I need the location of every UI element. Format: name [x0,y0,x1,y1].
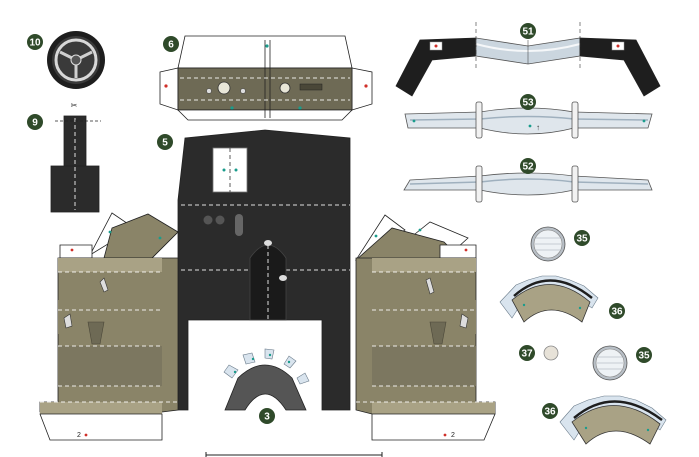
gauge-icon [279,82,291,94]
headlight-bottom [592,345,628,381]
arrow-up-icon: ↑ [536,123,540,132]
part-badge-52: 52 [520,158,536,174]
part-badge-53: 53 [520,94,536,110]
left-door-panel: 2 [39,212,179,441]
part-number-5: 5 [162,138,168,149]
front-bumper [403,165,653,203]
steering-column: ✂ [50,101,101,213]
glovebox-slot [299,83,323,91]
part-badge-35-bottom: 35 [636,347,652,363]
headlight-top [530,226,566,262]
gauge-icon [217,81,231,95]
part-number-10: 10 [29,38,41,49]
part-badge-5: 5 [157,134,173,150]
part-badge-36-top: 36 [609,303,625,319]
headlight-ring-top [499,275,599,323]
scissors-icon: ✂ [71,101,78,110]
part-badge-36-bottom: 36 [542,403,558,419]
part-number-36: 36 [611,307,623,318]
headlight-ring-bottom [559,395,667,445]
part-number-52: 52 [522,162,534,173]
small-lamp [543,345,559,361]
part-number-35: 35 [576,234,588,245]
right-door-code: 2 [451,432,455,439]
floor-panel [177,129,351,411]
part-number-6: 6 [168,40,174,51]
rear-bumper [395,22,661,97]
right-door-panel: 2 [354,214,496,441]
left-door-code: 2 [77,432,81,439]
part-number-3: 3 [264,412,270,423]
steering-wheel [47,31,105,89]
part-number-36: 36 [544,407,556,418]
part-number-37: 37 [521,349,533,360]
part-badge-37: 37 [519,345,535,361]
part-number-51: 51 [522,27,534,38]
dashboard [159,35,373,121]
part-badge-10: 10 [27,34,43,50]
bumper-bar: ↑ [404,101,653,139]
part-badge-51: 51 [520,23,536,39]
tunnel-piece [223,348,310,411]
part-number-9: 9 [32,118,38,129]
part-badge-6: 6 [163,36,179,52]
part-badge-9: 9 [27,114,43,130]
part-badge-3: 3 [259,408,275,424]
part-badge-35-top: 35 [574,230,590,246]
part-number-53: 53 [522,98,534,109]
part-number-35: 35 [638,351,650,362]
